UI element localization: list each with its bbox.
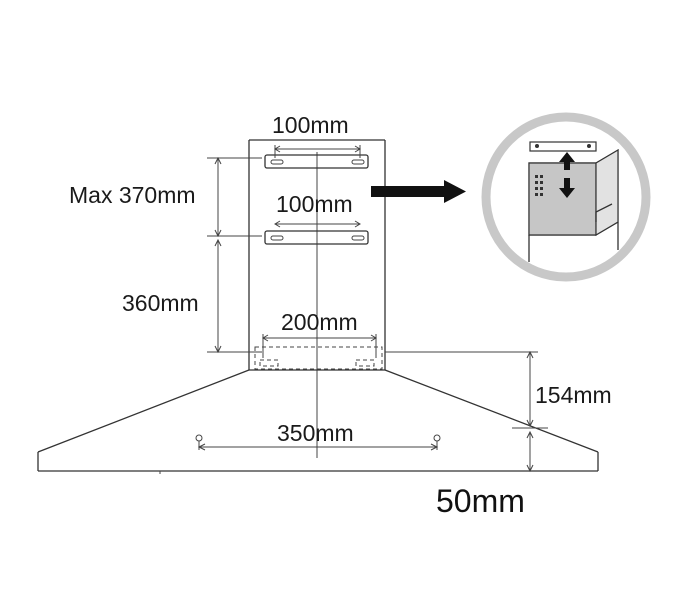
mount-width-label: 200mm — [281, 309, 358, 335]
chimney-height-dimension — [207, 238, 262, 354]
hood-canopy — [37, 369, 599, 474]
mounting-plate — [254, 334, 538, 370]
upper-bracket — [264, 145, 369, 169]
lower-bracket — [264, 220, 369, 245]
max-travel-dimension — [207, 156, 262, 238]
chimney — [248, 139, 386, 458]
front-lip-dimension — [526, 430, 534, 473]
bracket-detail-icon — [481, 112, 651, 282]
front-lip-label: 50mm — [436, 483, 525, 519]
hole-spacing-dimension — [195, 434, 441, 451]
hood-height-dimension — [512, 350, 548, 429]
right-arrow-icon — [371, 180, 466, 203]
hood-height-label: 154mm — [535, 382, 612, 408]
lower-bracket-width-label: 100mm — [276, 191, 353, 217]
chimney-height-label: 360mm — [122, 290, 199, 316]
hole-spacing-label: 350mm — [277, 420, 354, 446]
bracket-travel-label: Max 370mm — [69, 182, 196, 208]
top-bracket-width-label: 100mm — [272, 112, 349, 138]
